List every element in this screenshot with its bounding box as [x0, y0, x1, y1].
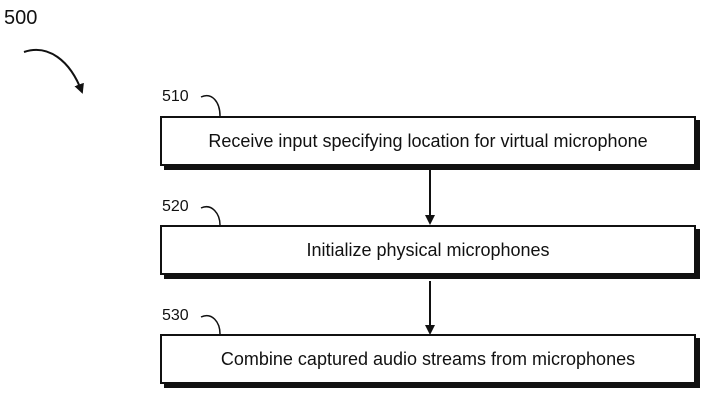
step-box-520: Initialize physical microphones: [160, 225, 696, 275]
step-label-510: Receive input specifying location for vi…: [208, 130, 648, 151]
step-ref-530: 530: [162, 307, 189, 324]
step-box-530: Combine captured audio streams from micr…: [160, 334, 696, 384]
step-label-530: Combine captured audio streams from micr…: [220, 348, 636, 369]
step-ref-leader-520: [200, 206, 221, 226]
step-ref-leader-530: [200, 315, 221, 335]
step-ref-510: 510: [162, 88, 189, 105]
step-ref-leader-510: [200, 95, 221, 117]
figure-number: 500: [4, 7, 38, 29]
step-ref-520: 520: [162, 198, 189, 215]
step-box-510: Receive input specifying location for vi…: [160, 116, 696, 166]
figure-pointer-arrow: [23, 49, 84, 94]
step-label-520: Initialize physical microphones: [306, 239, 550, 260]
